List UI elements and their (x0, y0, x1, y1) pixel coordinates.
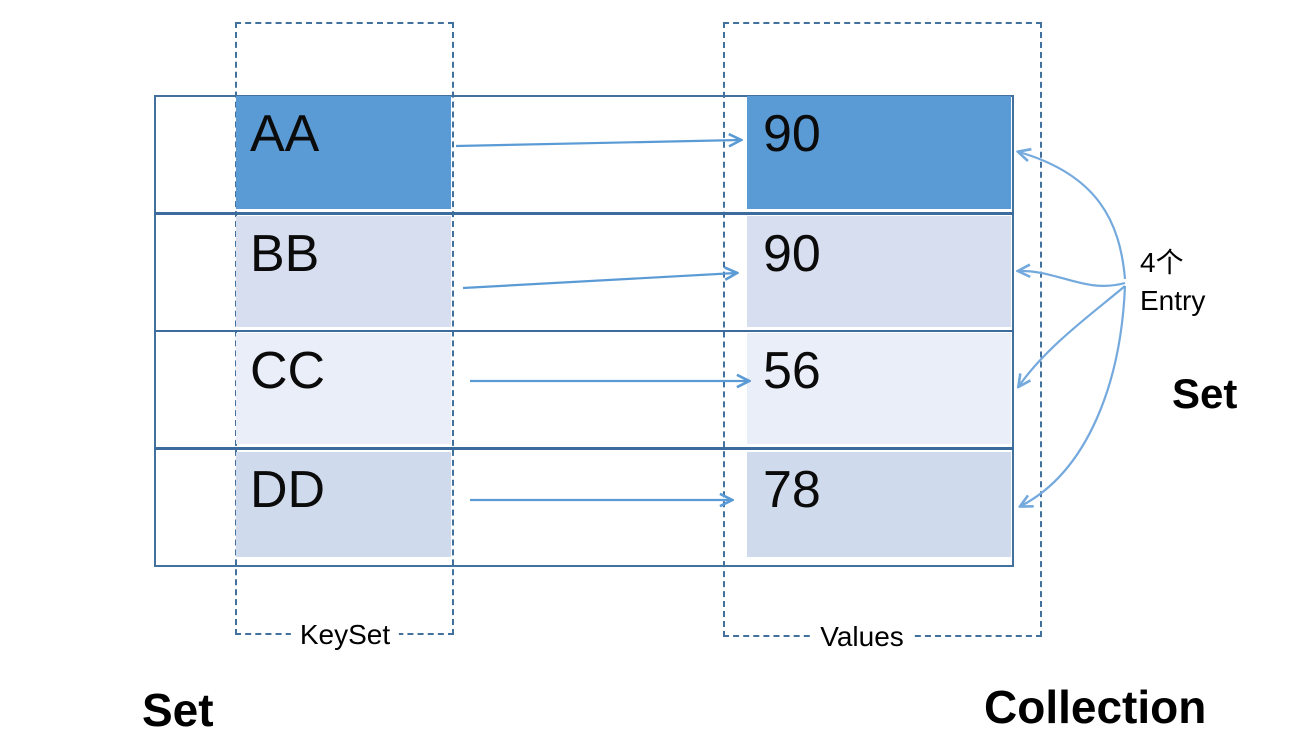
key-cell: AA (236, 96, 451, 209)
row-divider (154, 212, 1014, 215)
key-cell: CC (236, 333, 451, 444)
values-type-label: Collection (984, 681, 1207, 733)
values-label: Values (811, 621, 913, 653)
keyset-label: KeySet (290, 619, 400, 651)
row-divider (154, 447, 1014, 450)
row-divider (154, 329, 1014, 332)
key-cell: BB (236, 216, 451, 327)
value-cell: 56 (747, 333, 1011, 444)
keyset-type-label: Set (142, 684, 214, 736)
entry-annotation: 4个 Entry (1140, 244, 1205, 320)
value-cell: 90 (747, 96, 1011, 209)
value-cell: 78 (747, 452, 1011, 557)
entry-set-type-label: Set (1172, 370, 1238, 417)
entry-annotation-line2: Entry (1140, 284, 1206, 316)
entry-annotation-line1: 4个 (1140, 247, 1184, 278)
key-cell: DD (236, 452, 451, 557)
value-cell: 90 (747, 216, 1011, 327)
